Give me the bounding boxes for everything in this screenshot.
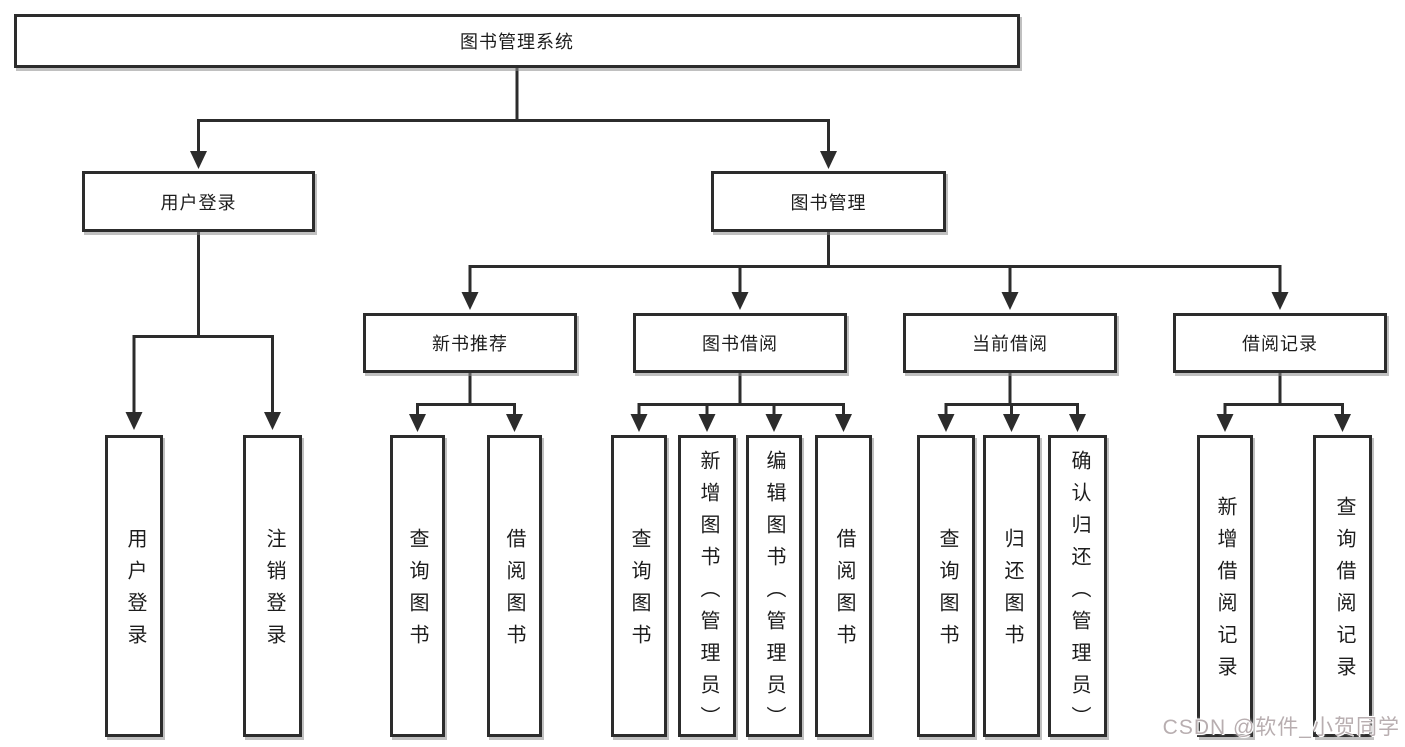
csdn-watermark: CSDN @软件_小贺同学 — [1162, 716, 1400, 739]
arrow-down-icon — [461, 292, 479, 310]
arrow-down-icon — [1003, 414, 1020, 432]
node-book-borrowing: 图书借阅 — [633, 313, 847, 373]
connector-book-management-mid-stems — [738, 266, 1012, 293]
arrow-down-icon — [1001, 292, 1019, 310]
connector-new-book-rail — [416, 403, 516, 415]
arrow-down-icon — [835, 414, 852, 432]
node-current-borrowing: 当前借阅 — [903, 313, 1117, 373]
connector-root-rail — [197, 119, 830, 152]
node-library-management-system: 图书管理系统 — [14, 14, 1020, 68]
leaf-borrow-books: 借阅图书 — [815, 435, 872, 737]
node-borrowing-records: 借阅记录 — [1173, 313, 1387, 373]
arrow-down-icon — [190, 151, 207, 169]
arrow-down-icon — [1334, 414, 1351, 432]
node-book-management: 图书管理 — [711, 171, 946, 232]
arrow-down-icon — [1069, 414, 1086, 432]
connector-borrowing-records-rail — [1223, 403, 1344, 415]
arrow-down-icon — [731, 292, 749, 310]
leaf-add-books-admin: 新增图书（管理员） — [678, 435, 736, 738]
arrow-down-icon — [264, 412, 281, 430]
node-new-book-recommendation: 新书推荐 — [363, 313, 577, 373]
leaf-query-books-borrowing: 查询图书 — [611, 435, 667, 737]
connector-current-borrowing-rail — [944, 403, 1079, 415]
leaf-user-login: 用户登录 — [105, 435, 163, 737]
arrow-down-icon — [1216, 414, 1234, 432]
arrow-down-icon — [765, 414, 783, 432]
connector-book-management-rail — [468, 265, 1282, 293]
leaf-add-borrowing-record: 新增借阅记录 — [1197, 435, 1253, 737]
connector-book-borrowing-mid-stems — [705, 404, 776, 415]
arrow-down-icon — [698, 414, 716, 432]
leaf-query-books-current: 查询图书 — [917, 435, 975, 737]
arrow-down-icon — [630, 414, 648, 432]
arrow-down-icon — [125, 412, 143, 430]
connector-book-borrowing-rail — [637, 403, 845, 415]
leaf-confirm-return-admin: 确认归还（管理员） — [1048, 435, 1107, 738]
leaf-logout: 注销登录 — [243, 435, 302, 737]
leaf-return-books: 归还图书 — [983, 435, 1040, 737]
leaf-query-books-recommend: 查询图书 — [390, 435, 445, 737]
arrow-down-icon — [409, 414, 426, 432]
arrow-down-icon — [937, 414, 955, 432]
arrow-down-icon — [1271, 292, 1289, 310]
leaf-query-borrowing-record: 查询借阅记录 — [1313, 435, 1372, 737]
leaf-edit-books-admin: 编辑图书（管理员） — [746, 435, 802, 738]
leaf-borrow-books-recommend: 借阅图书 — [487, 435, 542, 737]
arrow-down-icon — [506, 414, 523, 432]
node-user-login: 用户登录 — [82, 171, 315, 232]
connector-user-login-rail — [132, 335, 274, 413]
arrow-down-icon — [820, 151, 837, 169]
